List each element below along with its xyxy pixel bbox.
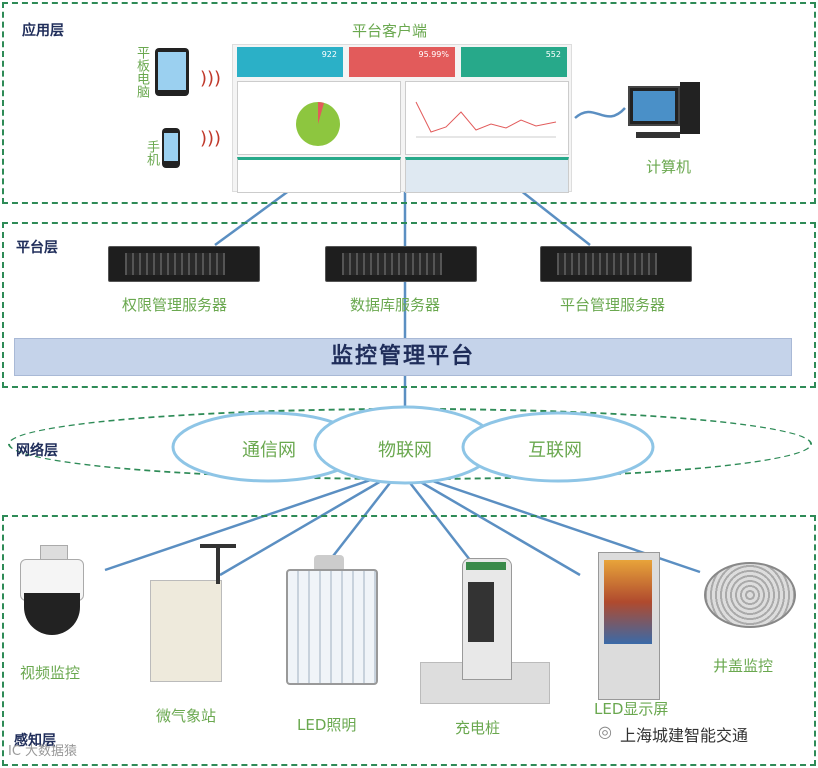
network-clouds xyxy=(171,405,655,485)
application-layer-title: 应用层 xyxy=(22,23,64,39)
stat-card-2: 95.99% xyxy=(349,47,455,77)
network-layer-title: 网络层 xyxy=(16,443,58,459)
server-label-2: 数据库服务器 xyxy=(350,296,441,314)
server-icon-2 xyxy=(325,246,477,282)
device-label-2: 微气象站 xyxy=(156,707,217,725)
watermark-left: IC 大数据猿 xyxy=(8,744,78,759)
charging-pile-icon xyxy=(420,552,550,704)
led-light-icon xyxy=(284,555,378,685)
perception-layer-title: 感知层 xyxy=(14,733,56,749)
device-label-3: LED照明 xyxy=(297,716,357,734)
perception-layer xyxy=(2,515,816,766)
weather-station-icon xyxy=(150,540,240,682)
manhole-cover-icon xyxy=(700,552,798,632)
device-label-6: 井盖监控 xyxy=(713,657,774,675)
client-title: 平台客户端 xyxy=(352,22,428,40)
camera-icon xyxy=(18,545,88,635)
cloud-label-3: 互联网 xyxy=(528,440,582,461)
server-icon-1 xyxy=(108,246,260,282)
phone-label: 手机 xyxy=(144,140,159,166)
tablet-label: 平板电脑 xyxy=(134,46,149,98)
phone-icon xyxy=(162,128,180,168)
stat-card-3: 552 xyxy=(461,47,567,77)
platform-bar-label: 监控管理平台 xyxy=(330,344,475,369)
client-dashboard: 922 95.99% 552 xyxy=(232,44,572,193)
wifi-icon-2: ))) xyxy=(200,128,222,149)
wechat-icon: ◎ xyxy=(598,722,612,741)
cloud-label-1: 通信网 xyxy=(242,440,296,461)
pie-chart-thumbnail xyxy=(296,102,340,146)
device-label-1: 视频监控 xyxy=(20,664,81,682)
server-label-1: 权限管理服务器 xyxy=(122,296,228,314)
stat-value-1: 922 xyxy=(321,50,337,59)
stat-value-2: 95.99% xyxy=(418,50,449,59)
line-panel xyxy=(405,81,569,155)
server-icon-3 xyxy=(540,246,692,282)
watermark-right: 上海城建智能交通 xyxy=(620,726,749,745)
monitor-icon xyxy=(628,86,680,126)
platform-layer-title: 平台层 xyxy=(16,240,58,256)
device-label-5: LED显示屏 xyxy=(594,700,669,718)
computer-label: 计算机 xyxy=(646,158,692,176)
application-layer xyxy=(2,2,816,204)
tablet-icon xyxy=(155,48,189,96)
keyboard-icon xyxy=(636,132,680,138)
server-label-3: 平台管理服务器 xyxy=(560,296,666,314)
monitoring-platform-bar: 监控管理平台 xyxy=(14,338,792,376)
platform-layer xyxy=(2,222,816,388)
pie-panel xyxy=(237,81,401,155)
stat-value-3: 552 xyxy=(545,50,561,59)
device-label-4: 充电桩 xyxy=(455,719,501,737)
line-chart-thumbnail xyxy=(415,101,557,138)
cloud-label-2: 物联网 xyxy=(378,440,432,461)
map-panel xyxy=(405,157,569,193)
led-display-icon xyxy=(598,552,660,702)
pc-tower-icon xyxy=(680,82,700,134)
table-panel xyxy=(237,157,401,193)
wifi-icon: ))) xyxy=(200,68,222,89)
stat-card-1: 922 xyxy=(237,47,343,77)
